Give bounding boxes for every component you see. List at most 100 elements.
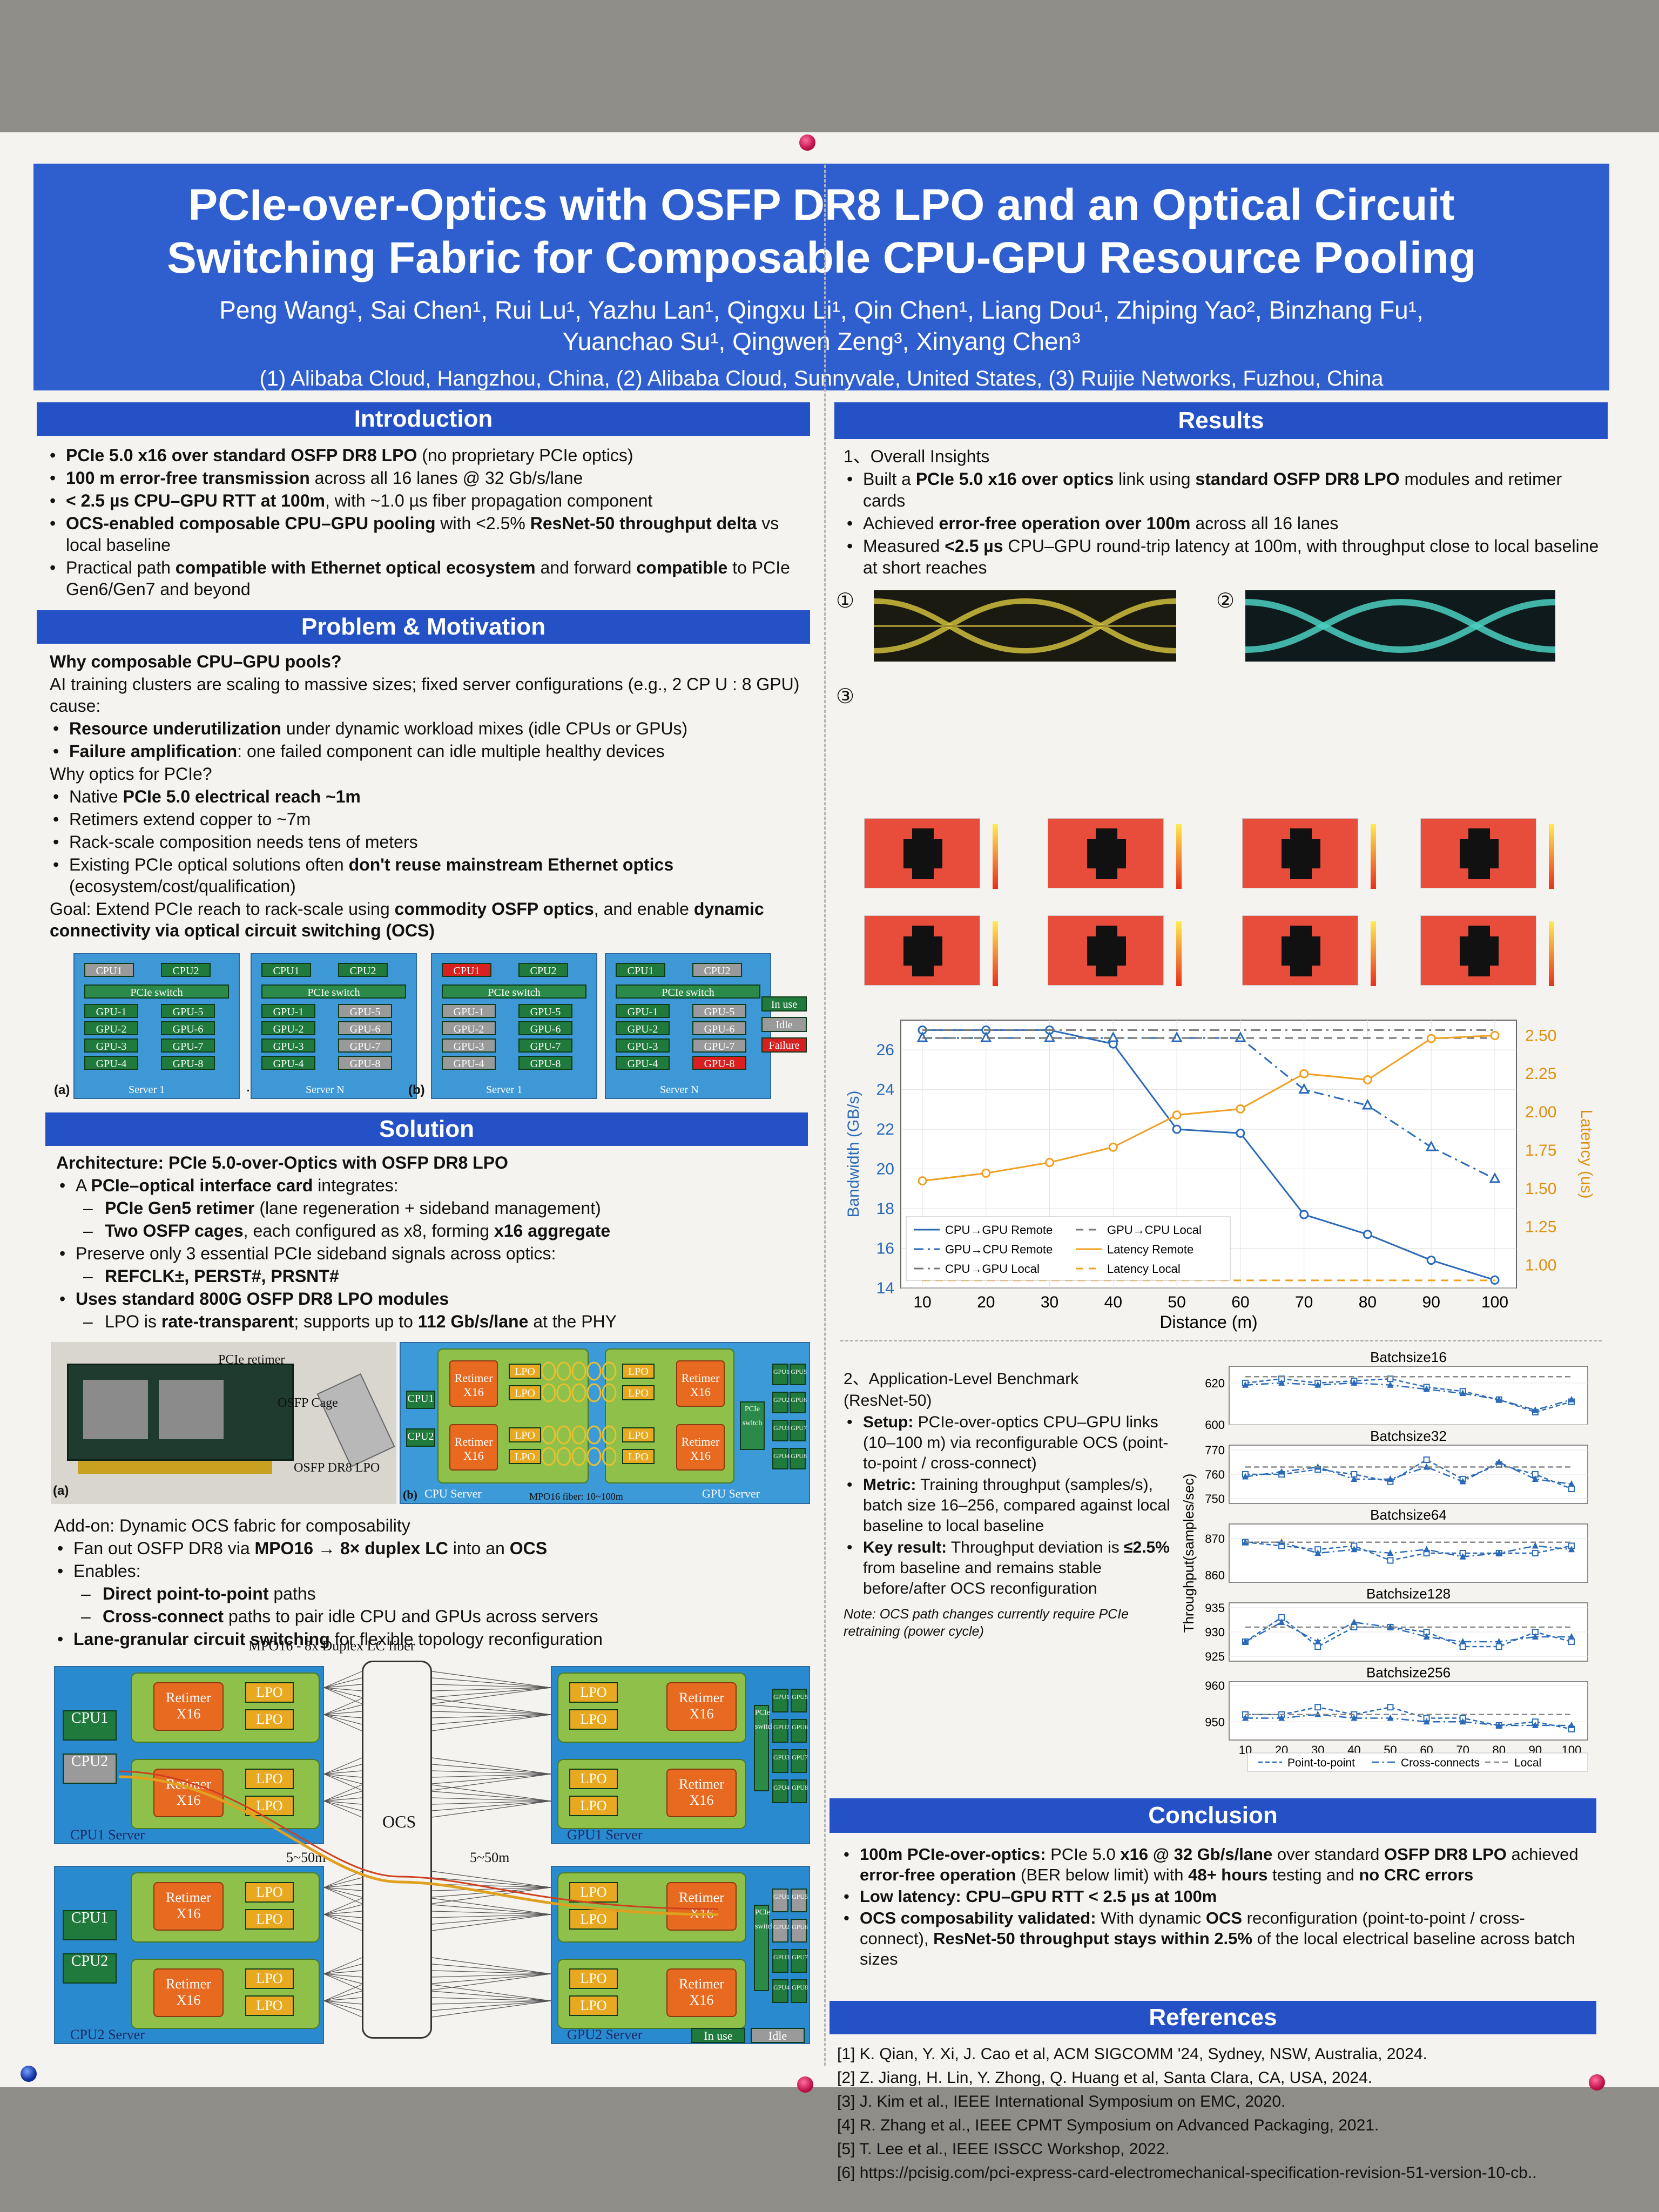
y-tick-label: 760 — [1205, 1468, 1225, 1481]
panel-area — [1229, 1523, 1588, 1583]
label-b: (b) — [408, 1083, 425, 1097]
data-point — [1423, 1633, 1430, 1640]
panel-area — [1229, 1366, 1588, 1425]
list-item: 100m PCIe-over-optics: PCIe 5.0 x16 @ 32… — [840, 1844, 1586, 1885]
x-tick-label: 90 — [1422, 1293, 1440, 1311]
gpu-chip: GPU-4 — [84, 1056, 138, 1070]
y-tick-label: 600 — [1205, 1418, 1225, 1432]
section-heading-solution: Solution — [45, 1112, 808, 1146]
y-tick-label: 930 — [1205, 1626, 1225, 1639]
lpo-chip: LPO — [509, 1364, 541, 1379]
gpu-chip: GPU-2 — [442, 1021, 496, 1035]
x-tick-label: 80 — [1359, 1293, 1377, 1311]
gpu-chip: GPU3 — [772, 1949, 790, 1973]
panel-title: Batchsize256 — [1366, 1664, 1451, 1681]
lpo-chip: LPO — [622, 1427, 655, 1442]
data-point — [1044, 1031, 1056, 1042]
intro-list: PCIe 5.0 x16 over standard OSFP DR8 LPO … — [46, 444, 813, 601]
cpu-chip: CPU2 — [692, 963, 742, 977]
data-point — [1351, 1546, 1358, 1553]
gpu-chip: GPU-3 — [616, 1038, 670, 1053]
marker-2: ② — [1216, 590, 1235, 612]
list-item: Uses standard 800G OSFP DR8 LPO modules — [56, 1288, 812, 1310]
pcie-switch: PCIe switch — [84, 984, 229, 999]
retimer-label: Retimer — [454, 1435, 493, 1448]
gpu-chip: GPU-8 — [692, 1056, 746, 1070]
series-line — [1245, 1714, 1572, 1727]
data-point — [1423, 1385, 1430, 1392]
cpu-chip: CPU2 — [338, 963, 388, 977]
series-line — [922, 1034, 1495, 1182]
retimer-label: Retimer — [679, 1890, 724, 1905]
data-point — [1532, 1406, 1539, 1413]
eye-opening — [1087, 839, 1126, 868]
x-tick-label: 100 — [1481, 1293, 1508, 1311]
data-point — [1426, 1034, 1436, 1043]
series-line — [1245, 1541, 1572, 1561]
gpu-chip: GPU2 — [772, 1919, 790, 1943]
data-point — [1459, 1643, 1466, 1650]
results-separator — [840, 1340, 1602, 1341]
interface-card-photo: PCIe retimer OSFP Cage OSFP DR8 LPO (a) — [51, 1342, 396, 1504]
eye-heatmap — [1048, 915, 1182, 986]
list-item: Practical path compatible with Ethernet … — [46, 557, 813, 600]
retimer-x16: X16 — [176, 1906, 201, 1921]
pcie-switch: PCIe switch — [754, 1705, 775, 1791]
data-point — [1495, 1643, 1502, 1650]
cpu-chip: CPU2 — [63, 1953, 117, 1984]
legend-label: CPU→GPU Remote — [945, 1223, 1053, 1237]
data-point — [1495, 1395, 1502, 1402]
panel-title: Batchsize32 — [1370, 1428, 1447, 1444]
data-point — [1459, 1390, 1466, 1397]
data-point — [1278, 1618, 1285, 1625]
data-point — [1459, 1718, 1466, 1725]
list-item: Existing PCIe optical solutions often do… — [50, 854, 811, 897]
gpu-chip: GPU2 — [772, 1719, 790, 1743]
gpu-chip: GPU-1 — [616, 1004, 670, 1018]
gpu-chip: GPU7 — [791, 1949, 808, 1973]
gpu-chip: GPU7 — [791, 1749, 808, 1773]
data-point — [1490, 1030, 1500, 1040]
list-item: OCS-enabled composable CPU–GPU pooling w… — [46, 512, 813, 556]
pcie-switch: PCIe switch — [740, 1401, 765, 1450]
y2-tick-label: 1.25 — [1525, 1218, 1556, 1236]
gpu-chip: GPU-5 — [692, 1004, 746, 1018]
y2-tick-label: 2.00 — [1525, 1103, 1556, 1121]
label-pcie-retimer: PCIe retimer — [218, 1353, 285, 1367]
server-label: CPU2 Server — [70, 2027, 145, 2042]
gpu-chip: GPU3 — [772, 1420, 790, 1441]
benchmark-note: Note: OCS path changes currently require… — [844, 1607, 1129, 1639]
gpu-chip: GPU-6 — [161, 1021, 215, 1035]
list-item: PCIe Gen5 retimer (lane regeneration + s… — [56, 1197, 812, 1219]
data-point — [980, 1031, 992, 1042]
architecture-title: Architecture: PCIe 5.0-over-Optics with … — [56, 1153, 508, 1172]
gpu-chip: GPU5 — [790, 1364, 807, 1385]
eye-opening — [1460, 936, 1499, 966]
series-line — [1245, 1621, 1572, 1643]
colorbar — [993, 824, 998, 889]
data-point — [1242, 1381, 1249, 1388]
legend-label: GPU→CPU Remote — [945, 1243, 1053, 1256]
colorbar — [1371, 921, 1376, 986]
lpo-chip: LPO — [509, 1427, 541, 1442]
eye-opening — [903, 936, 942, 966]
gpu-chip: GPU5 — [791, 1889, 808, 1912]
data-point — [1361, 1098, 1373, 1110]
legend-in-use: In use — [691, 2028, 745, 2043]
lpo-chip: LPO — [622, 1449, 655, 1464]
data-point — [1314, 1643, 1321, 1650]
data-point — [1387, 1381, 1394, 1388]
data-point — [1532, 1542, 1539, 1549]
osfp-cage-shape — [159, 1380, 224, 1439]
lpo-chip: LPO — [509, 1449, 541, 1464]
lpo-chip: LPO — [245, 1909, 294, 1930]
data-point — [1314, 1638, 1321, 1644]
retimer-x16: X16 — [689, 1706, 714, 1722]
legend-label: Point-to-point — [1287, 1757, 1355, 1769]
